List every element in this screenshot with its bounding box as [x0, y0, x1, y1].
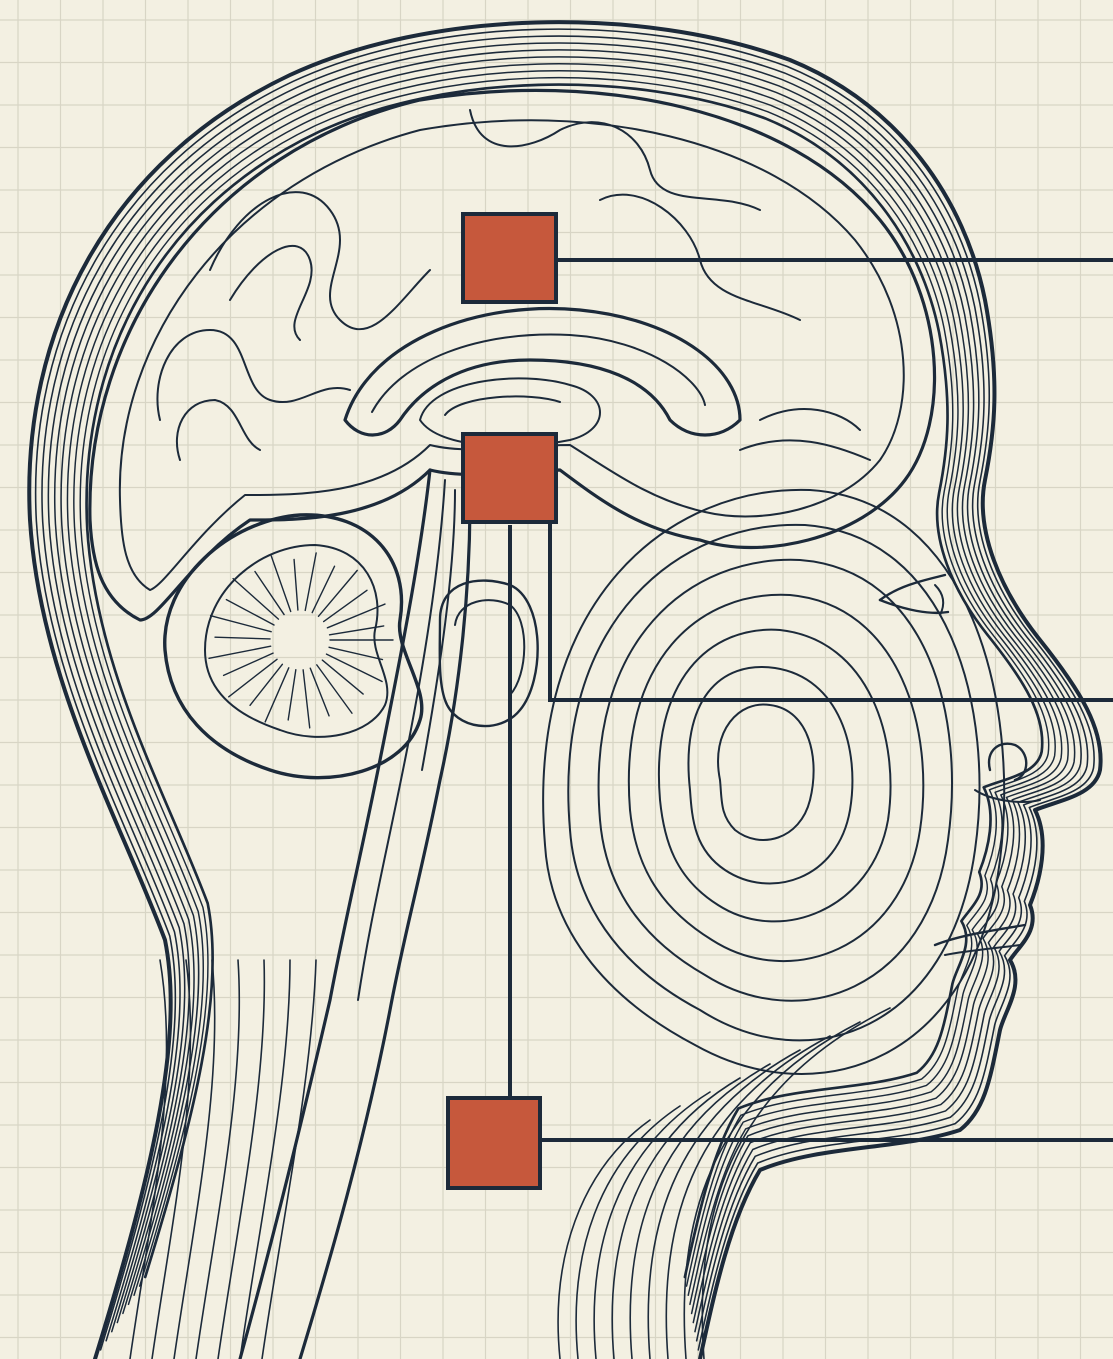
- neck-back-contour-line: [240, 960, 290, 1359]
- marker-lower[interactable]: [448, 1098, 540, 1188]
- brain-contours: [90, 90, 935, 620]
- skull-layers: [36, 29, 1095, 1350]
- marker-middle[interactable]: [463, 434, 556, 522]
- leader-line-middle: [550, 520, 1113, 700]
- neck-back-contour-line: [262, 960, 316, 1359]
- skull-contour-line: [36, 29, 1095, 1350]
- arbor-vitae-branch: [209, 646, 271, 658]
- arbor-vitae-branch: [250, 664, 282, 705]
- arbor-vitae-branch: [318, 570, 357, 616]
- arbor-vitae-branch: [294, 559, 298, 610]
- arbor-vitae-branch: [317, 665, 352, 713]
- neck-contour-line: [612, 1078, 740, 1359]
- arbor-vitae-branch: [305, 553, 316, 610]
- arbor-vitae-branch: [288, 670, 296, 720]
- leader-lines: [510, 260, 1113, 1140]
- arbor-vitae-branch: [324, 590, 367, 621]
- arbor-vitae-branch: [265, 668, 289, 722]
- neck-back-contour-line: [196, 960, 239, 1359]
- arbor-vitae-branch: [303, 670, 310, 728]
- skull-contour-line: [74, 71, 1055, 1296]
- arbor-vitae: [209, 553, 393, 728]
- brainstem-spinal-cord: [240, 470, 538, 1359]
- arbor-vitae-branch: [233, 579, 278, 620]
- marker-upper[interactable]: [463, 214, 556, 302]
- arbor-vitae-branch: [215, 637, 270, 639]
- arbor-vitae-branch: [255, 572, 284, 615]
- arbor-vitae-branch: [310, 668, 329, 716]
- arbor-vitae-branch: [229, 659, 277, 697]
- skull-contour-line: [42, 36, 1088, 1341]
- arbor-vitae-branch: [271, 556, 290, 611]
- arbor-vitae-branch: [322, 660, 363, 694]
